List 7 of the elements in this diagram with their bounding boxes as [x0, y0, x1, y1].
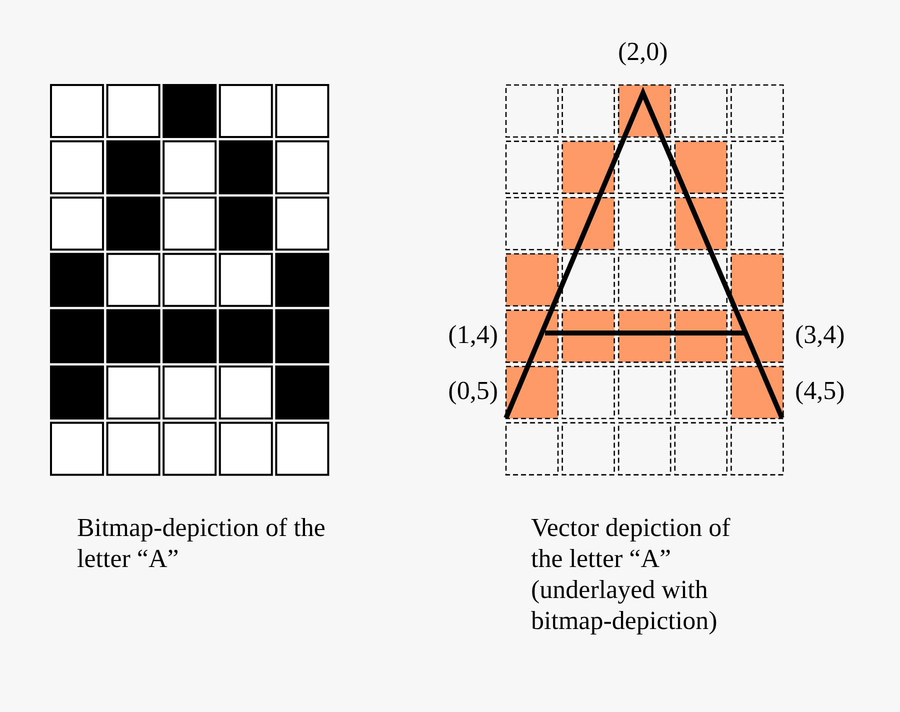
caption: Bitmap-depiction of the letter “A”	[77, 512, 326, 574]
coordinate-label: (3,4)	[795, 319, 845, 350]
coordinate-label: (1,4)	[448, 319, 498, 350]
coordinate-label: (0,5)	[448, 375, 498, 406]
caption: Vector depiction of the letter “A” (underlayed with bitmap-depiction)	[531, 512, 732, 636]
coordinate-label: (2,0)	[618, 36, 668, 67]
coordinate-label: (4,5)	[795, 375, 845, 406]
